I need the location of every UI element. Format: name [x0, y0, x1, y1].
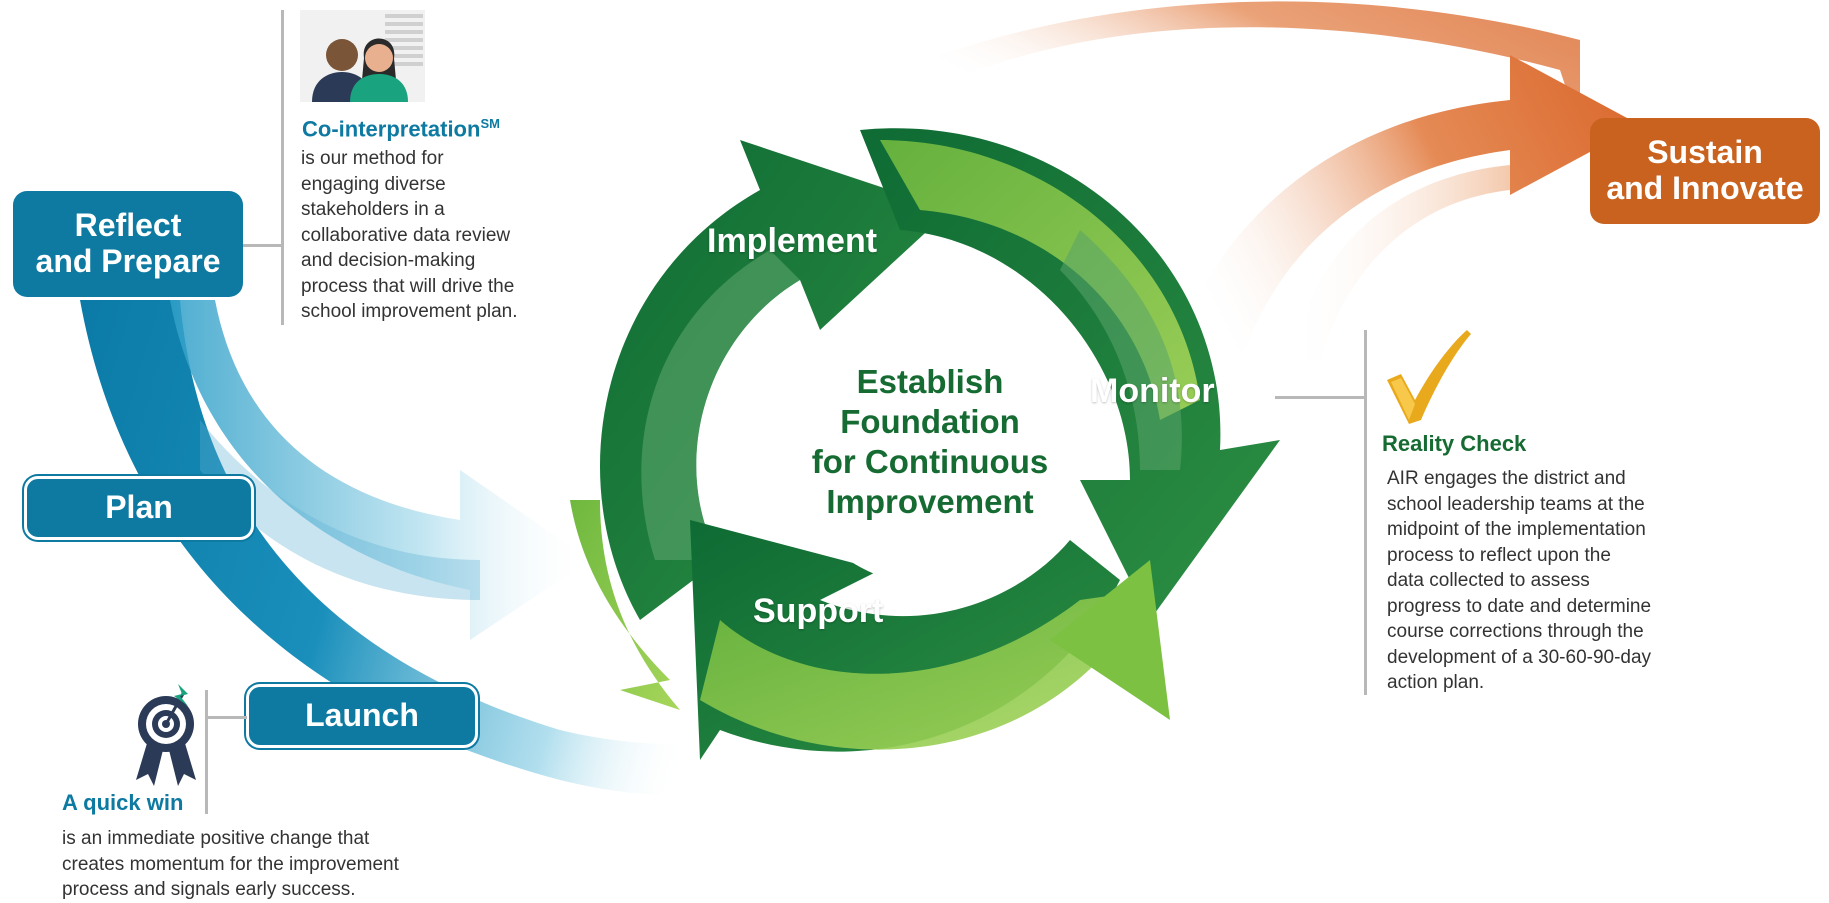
quick-win-body: is an immediate positive change that cre…: [62, 826, 399, 903]
co-interpretation-line: process that will drive the: [301, 275, 515, 297]
cycle-ring: [570, 128, 1280, 760]
reality-check-line: data collected to assess: [1387, 570, 1590, 591]
launch-label: Launch: [305, 697, 419, 734]
reality-check-line: midpoint of the implementation: [1387, 519, 1646, 540]
support-label: Support: [753, 592, 884, 630]
quick-win-title: A quick win: [62, 790, 184, 815]
co-interpretation-line: and decision-making: [301, 250, 476, 271]
plan-label: Plan: [105, 489, 173, 526]
co-interpretation-divider: [281, 10, 284, 325]
quick-win-line: process and signals early success.: [62, 879, 356, 900]
reality-check-line: progress to date and determine: [1387, 595, 1652, 617]
sustain-and-innovate-box: Sustain and Innovate: [1590, 118, 1820, 224]
orange-sweep-arrow: [900, 1, 1640, 440]
implement-label: Implement: [707, 222, 878, 260]
monitor-label: Monitor: [1090, 372, 1215, 410]
co-interpretation-line: engaging diverse: [301, 173, 446, 195]
checkmark-icon: [1387, 330, 1471, 424]
co-interpretation-line: is our method for: [301, 148, 444, 169]
service-mark: SM: [480, 116, 500, 131]
reality-check-line: AIR engages the district and: [1387, 468, 1626, 489]
co-interpretation-title: Co-interpretationSM: [302, 116, 500, 142]
cycle-center-text: Establish Foundation for Continuous Impr…: [811, 363, 1049, 520]
reality-check-line: course corrections through the: [1387, 621, 1644, 642]
reflect-and-prepare-label: Reflect and Prepare: [35, 207, 221, 279]
people-icon: [300, 10, 425, 102]
co-interpretation-title-text: Co-interpretation: [302, 116, 481, 142]
co-interpretation-body: is our method for engaging diverse stake…: [301, 146, 518, 325]
reflect-and-prepare-box: Reflect and Prepare: [13, 191, 243, 297]
reality-check-line: process to reflect upon the: [1387, 544, 1611, 566]
reality-check-title: Reality Check: [1382, 431, 1527, 456]
reflect-connector: [243, 244, 283, 247]
co-interpretation-line: school improvement plan.: [301, 301, 518, 322]
reality-check-line: school leadership teams at the: [1387, 493, 1645, 515]
quick-win-line: is an immediate positive change that: [62, 828, 370, 849]
sustain-and-innovate-label: Sustain and Innovate: [1606, 134, 1804, 206]
quick-win-line: creates momentum for the improvement: [62, 853, 399, 875]
launch-box: Launch: [246, 684, 478, 748]
reality-check-body: AIR engages the district and school lead…: [1387, 466, 1651, 696]
award-target-icon: [136, 684, 196, 786]
plan-box: Plan: [24, 476, 254, 540]
quick-win-divider: [205, 690, 208, 814]
launch-connector: [207, 716, 247, 719]
co-interpretation-line: collaborative data review: [301, 224, 511, 246]
reality-check-divider: [1364, 330, 1367, 695]
reality-check-line: action plan.: [1387, 672, 1485, 693]
monitor-connector: [1275, 396, 1366, 399]
reality-check-line: development of a 30-60-90-day: [1387, 646, 1652, 668]
co-interpretation-line: stakeholders in a: [301, 199, 445, 220]
